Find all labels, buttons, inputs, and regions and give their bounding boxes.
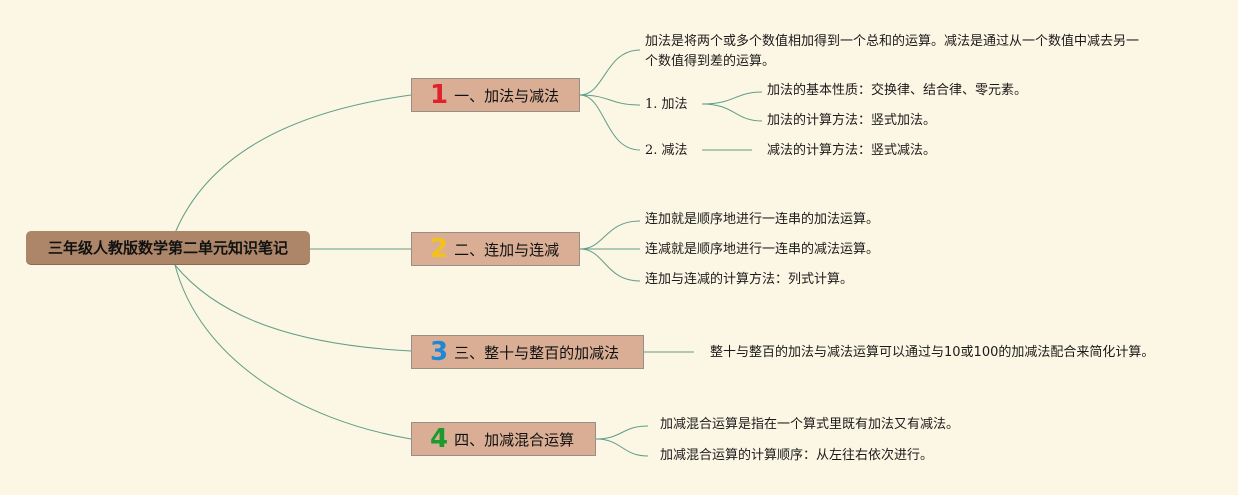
b2-item-1[interactable]: 连加就是顺序地进行一连串的加法运算。 (645, 212, 880, 227)
branch-label: 二、连加与连减 (454, 240, 560, 259)
b1-addition-sub-1[interactable]: 加法的基本性质：交换律、结合律、零元素。 (767, 83, 1028, 98)
b4-item-2[interactable]: 加减混合运算的计算顺序：从左往右依次进行。 (660, 448, 934, 463)
branch-label: 一、加法与减法 (454, 86, 560, 105)
branch-topic-2[interactable]: 2 二、连加与连减 (411, 232, 580, 266)
b1-subtraction-sub-1[interactable]: 减法的计算方法：竖式减法。 (767, 143, 937, 158)
root-topic[interactable]: 三年级人教版数学第二单元知识笔记 (26, 231, 310, 264)
b1-item-definition[interactable]: 加法是将两个或多个数值相加得到一个总和的运算。减法是通过从一个数值中减去另一个数… (645, 34, 1140, 69)
number-4-icon: 4 (430, 424, 449, 454)
b2-item-2[interactable]: 连减就是顺序地进行一连串的减法运算。 (645, 242, 880, 257)
connector-b1-sub-2 (701, 103, 763, 122)
connector-b1-item-1 (579, 49, 641, 96)
branch-label: 三、整十与整百的加减法 (454, 343, 620, 362)
b1-item-subtraction[interactable]: 2. 减法 (645, 143, 688, 158)
root-title: 三年级人教版数学第二单元知识笔记 (47, 239, 288, 257)
connector-b1-item-2 (579, 94, 641, 106)
branch-topic-4[interactable]: 4 四、加减混合运算 (411, 422, 596, 456)
connector-b1-item-3 (579, 94, 641, 151)
connector-root-branch-1 (174, 94, 412, 234)
branch-label: 四、加减混合运算 (454, 430, 575, 449)
connector-b2-item-3 (579, 248, 641, 282)
connector-b1-sub-1 (701, 91, 763, 105)
branch-topic-3[interactable]: 3 三、整十与整百的加减法 (411, 335, 644, 369)
b3-item-1[interactable]: 整十与整百的加法与减法运算可以通过与10或100的加减法配合来简化计算。 (710, 345, 1155, 360)
number-1-icon: 1 (430, 80, 449, 110)
b1-item-addition[interactable]: 1. 加法 (645, 97, 688, 112)
connector-b4-item-2 (595, 438, 649, 457)
connector-b2-item-1 (579, 220, 641, 250)
b4-item-1[interactable]: 加减混合运算是指在一个算式里既有加法又有减法。 (660, 417, 960, 432)
connector-b4-item-1 (595, 425, 649, 440)
b1-addition-sub-2[interactable]: 加法的计算方法：竖式加法。 (767, 113, 937, 128)
connector-root-branch-3 (174, 264, 412, 352)
connector-root-branch-4 (174, 264, 412, 440)
number-3-icon: 3 (430, 337, 449, 367)
b2-item-3[interactable]: 连加与连减的计算方法：列式计算。 (645, 272, 854, 287)
branch-topic-1[interactable]: 1 一、加法与减法 (411, 78, 580, 112)
number-2-icon: 2 (430, 234, 449, 264)
